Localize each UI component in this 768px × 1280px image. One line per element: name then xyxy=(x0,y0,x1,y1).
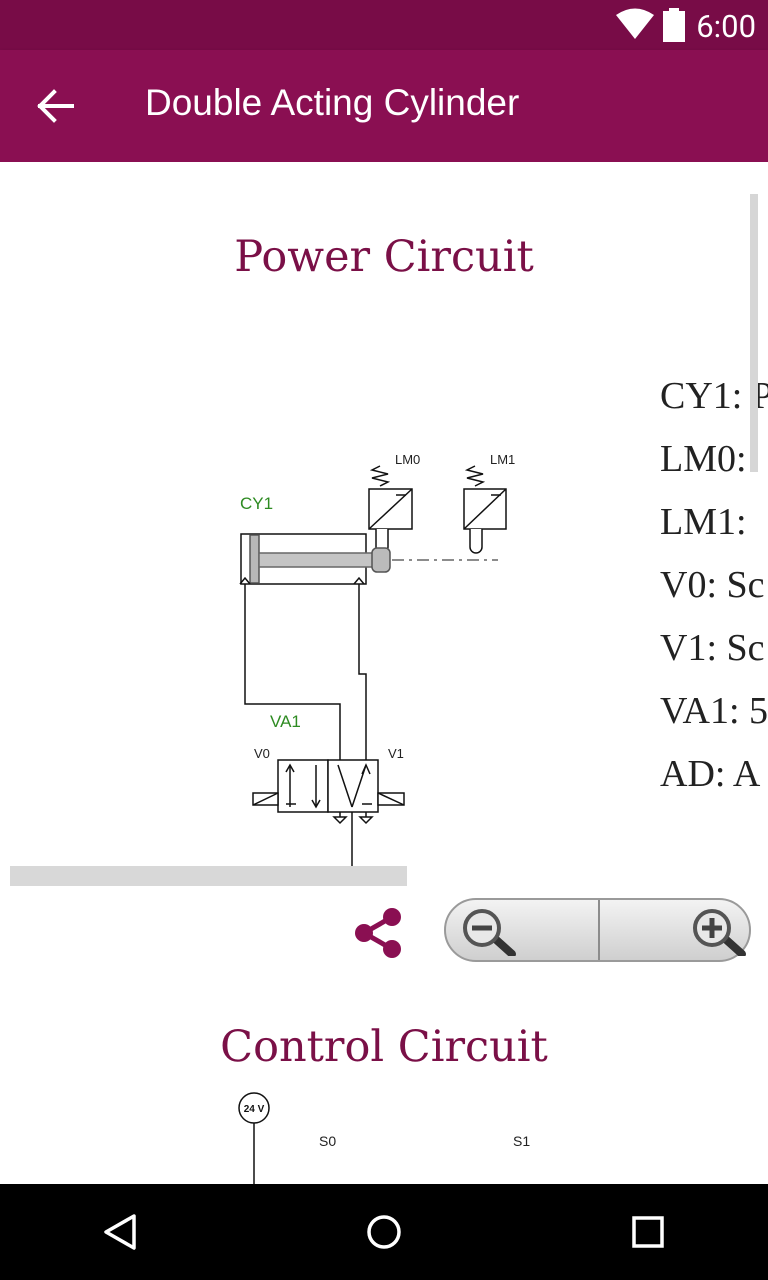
zoom-divider xyxy=(598,900,600,960)
legend-item-va1: VA1: 5 xyxy=(660,690,768,732)
label-va1: VA1 xyxy=(270,712,301,731)
share-icon[interactable] xyxy=(352,907,404,959)
label-cy1: CY1 xyxy=(240,494,273,513)
label-lm1: LM1 xyxy=(490,452,515,467)
legend-item-ad: AD: A xyxy=(660,753,761,795)
zoom-control xyxy=(444,898,751,962)
zoom-out-icon[interactable] xyxy=(458,908,522,956)
status-bar: 6:00 xyxy=(0,0,768,50)
status-time: 6:00 xyxy=(696,8,756,45)
app-bar: Double Acting Cylinder xyxy=(0,50,768,162)
legend-item-v0: V0: Sc xyxy=(660,564,765,606)
label-24v: 24 V xyxy=(244,1104,265,1115)
triangle-back-icon[interactable] xyxy=(100,1212,140,1252)
circle-home-icon[interactable] xyxy=(364,1212,404,1252)
content-scroll-area[interactable]: Power Circuit xyxy=(0,162,768,1184)
legend-item-lm1: LM1: xyxy=(660,501,747,543)
power-circuit-diagram[interactable]: CY1 LM0 LM1 VA1 V0 V1 AD xyxy=(0,280,520,870)
label-v0: V0 xyxy=(254,746,270,761)
power-circuit-title: Power Circuit xyxy=(234,232,534,282)
navigation-bar xyxy=(0,1184,768,1280)
legend-item-v1: V1: Sc xyxy=(660,627,765,669)
label-v1: V1 xyxy=(388,746,404,761)
battery-icon xyxy=(663,8,685,42)
label-lm0: LM0 xyxy=(395,452,420,467)
square-recents-icon[interactable] xyxy=(628,1212,668,1252)
arrow-left-icon[interactable] xyxy=(34,86,78,126)
legend-item-lm0: LM0: xyxy=(660,438,747,480)
vertical-scrollbar[interactable] xyxy=(750,194,758,472)
wifi-icon xyxy=(616,8,654,39)
zoom-in-icon[interactable] xyxy=(688,908,752,956)
label-s0: S0 xyxy=(319,1133,336,1149)
label-s1: S1 xyxy=(513,1133,530,1149)
horizontal-scrollbar[interactable] xyxy=(10,866,407,886)
page-title: Double Acting Cylinder xyxy=(145,82,520,123)
control-circuit-diagram[interactable]: 24 V S0 S1 xyxy=(0,1087,768,1184)
control-circuit-title: Control Circuit xyxy=(220,1022,548,1072)
